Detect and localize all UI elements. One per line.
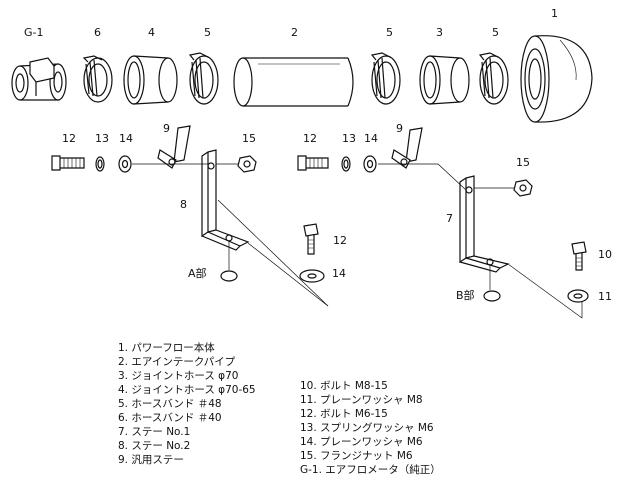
callout-5-a: 5: [204, 26, 211, 39]
detail-b-label: B部: [456, 288, 475, 302]
parts-list-item: 15. フランジナット M6: [300, 450, 413, 462]
callout-14-c: 14: [332, 267, 346, 280]
parts-list-item: 2. エアインテークパイプ: [118, 356, 236, 368]
air-flow-meter-drawing: [11, 57, 67, 101]
parts-list-item: 6. ホースバンド ＃40: [118, 412, 222, 424]
power-flow-body-drawing: [520, 35, 593, 123]
callout-4: 4: [148, 26, 155, 39]
parts-list-item: 13. スプリングワッシャ M6: [300, 422, 434, 434]
parts-list-item: 3. ジョイントホース φ70: [118, 370, 239, 382]
callout-g1: G-1: [24, 26, 44, 39]
parts-list-item: 7. ステー No.1: [118, 426, 191, 438]
callout-9-a: 9: [163, 122, 170, 135]
stay-no1-drawing: [459, 175, 583, 319]
parts-list-item: 4. ジョイントホース φ70-65: [118, 384, 256, 396]
hose-band-48-c-drawing: [478, 52, 509, 105]
callout-5-b: 5: [386, 26, 393, 39]
stay-no2-drawing: [201, 149, 329, 307]
callout-15-a: 15: [242, 132, 256, 145]
callout-8: 8: [180, 198, 187, 211]
hose-band-40-drawing: [82, 55, 113, 103]
parts-list-left: 1. パワーフロー本体 2. エアインテークパイプ 3. ジョイントホース φ70 4…: [118, 341, 256, 467]
parts-list-item: 5. ホースバンド ＃48: [118, 398, 222, 410]
parts-list-item: G-1. エアフロメータ（純正）: [300, 464, 441, 476]
parts-list-right: 10. ボルト M8-15 11. プレーンワッシャ M8 12. ボルト M6-1…: [300, 379, 441, 477]
callout-2: 2: [291, 26, 298, 39]
callout-1: 1: [551, 7, 558, 20]
right-fastener-group: [297, 127, 467, 191]
parts-list-item: 9. 汎用ステー: [118, 454, 184, 466]
left-fastener-group: [51, 125, 257, 173]
callout-13-b: 13: [342, 132, 356, 145]
callout-14-a: 14: [119, 132, 133, 145]
detail-b-bolt-drawing: [567, 241, 589, 303]
parts-list-item: 11. プレーンワッシャ M8: [300, 394, 423, 406]
callout-12-b: 12: [303, 132, 317, 145]
callout-numbers: G-1 6 4 5 2 5 3 5 1 12 13 14 9 15 12 13 …: [24, 7, 612, 303]
detail-a-label: A部: [188, 266, 207, 280]
parts-list-item: 8. ステー No.2: [118, 440, 191, 452]
hose-band-48-a-drawing: [188, 52, 219, 105]
joint-hose-70-65-drawing: [123, 55, 178, 105]
parts-list-item: 14. プレーンワッシャ M6: [300, 436, 423, 448]
callout-10: 10: [598, 248, 612, 261]
callout-14-b: 14: [364, 132, 378, 145]
callout-11: 11: [598, 290, 612, 303]
callout-12-a: 12: [62, 132, 76, 145]
callout-5-c: 5: [492, 26, 499, 39]
callout-12-c: 12: [333, 234, 347, 247]
callout-15-b: 15: [516, 156, 530, 169]
air-intake-pipe-drawing: [233, 57, 354, 107]
hose-band-48-b-drawing: [370, 52, 401, 105]
callout-13-a: 13: [95, 132, 109, 145]
detail-a-bolt-drawing: [299, 223, 325, 283]
parts-list-item: 1. パワーフロー本体: [118, 342, 215, 354]
callout-3: 3: [436, 26, 443, 39]
callout-9-b: 9: [396, 122, 403, 135]
callout-7: 7: [446, 212, 453, 225]
parts-list-item: 10. ボルト M8-15: [300, 380, 388, 392]
joint-hose-70-drawing: [419, 55, 470, 105]
parts-list-item: 12. ボルト M6-15: [300, 408, 388, 420]
callout-6: 6: [94, 26, 101, 39]
